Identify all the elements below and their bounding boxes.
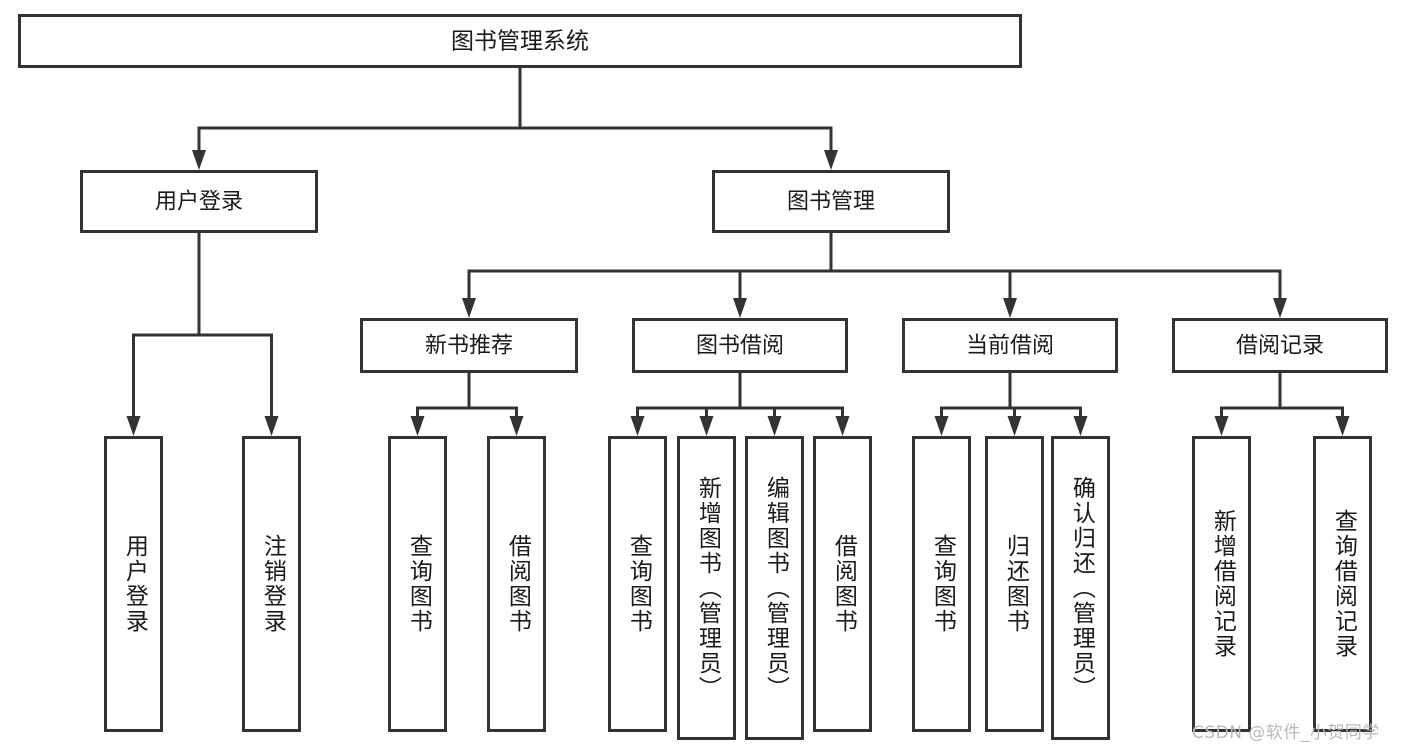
leaf-user-logout[interactable] bbox=[242, 436, 301, 732]
book-borrow-arrow-0 bbox=[630, 416, 645, 436]
node-current-borrow[interactable] bbox=[902, 318, 1118, 373]
watermark: CSDN @软件_小贺同学 bbox=[1192, 723, 1380, 743]
leaf-borrow-book-2[interactable] bbox=[813, 436, 872, 732]
leaf-confirm-return-admin[interactable] bbox=[1051, 436, 1110, 740]
new-book-recommend-arrow-1 bbox=[509, 416, 524, 436]
leaf-add-book-admin[interactable] bbox=[677, 436, 736, 740]
leaf-borrow-book-1[interactable] bbox=[487, 436, 546, 732]
borrow-record-arrow-1 bbox=[1335, 416, 1350, 436]
leaf-user-login-do[interactable] bbox=[104, 436, 163, 732]
leaf-edit-book-admin[interactable] bbox=[745, 436, 804, 740]
leaf-query-book-3[interactable] bbox=[912, 436, 971, 732]
leaf-return-book[interactable] bbox=[985, 436, 1044, 732]
book-borrow-arrow-3 bbox=[835, 416, 850, 436]
node-book-manage[interactable] bbox=[712, 170, 950, 233]
boxes-layer bbox=[18, 14, 1388, 740]
node-user-login[interactable] bbox=[80, 170, 318, 233]
node-root[interactable] bbox=[18, 14, 1022, 68]
book-borrow-arrow-2 bbox=[767, 416, 782, 436]
user-login-arrow-1 bbox=[264, 416, 279, 436]
leaf-query-book-2[interactable] bbox=[608, 436, 667, 732]
current-borrow-arrow-2 bbox=[1073, 416, 1088, 436]
node-new-book-recommend-label: 新书推荐 bbox=[425, 334, 513, 359]
current-borrow-arrow-1 bbox=[1007, 416, 1022, 436]
node-root-label: 图书管理系统 bbox=[451, 29, 589, 55]
root-arrow-1 bbox=[824, 150, 838, 170]
node-book-borrow-label: 图书借阅 bbox=[696, 334, 784, 359]
book-manage-arrow-1 bbox=[733, 298, 747, 318]
node-book-borrow[interactable] bbox=[632, 318, 848, 373]
node-book-manage-label: 图书管理 bbox=[787, 190, 875, 215]
node-new-book-recommend[interactable] bbox=[360, 318, 578, 373]
borrow-record-arrow-0 bbox=[1214, 416, 1229, 436]
book-manage-arrow-3 bbox=[1273, 298, 1287, 318]
leaf-query-borrow-record[interactable] bbox=[1313, 436, 1372, 732]
current-borrow-arrow-0 bbox=[934, 416, 949, 436]
node-user-login-label: 用户登录 bbox=[155, 190, 243, 215]
node-borrow-record-label: 借阅记录 bbox=[1236, 334, 1324, 359]
connectors-layer bbox=[126, 66, 1350, 436]
book-borrow-arrow-1 bbox=[699, 416, 714, 436]
book-manage-arrow-0 bbox=[462, 298, 476, 318]
new-book-recommend-arrow-0 bbox=[410, 416, 425, 436]
node-borrow-record[interactable] bbox=[1172, 318, 1388, 373]
leaf-query-book-1[interactable] bbox=[388, 436, 447, 732]
leaf-add-borrow-record[interactable] bbox=[1192, 436, 1251, 732]
node-current-borrow-label: 当前借阅 bbox=[966, 334, 1054, 359]
user-login-arrow-0 bbox=[126, 416, 141, 436]
book-manage-arrow-2 bbox=[1003, 298, 1017, 318]
root-arrow-0 bbox=[192, 150, 206, 170]
